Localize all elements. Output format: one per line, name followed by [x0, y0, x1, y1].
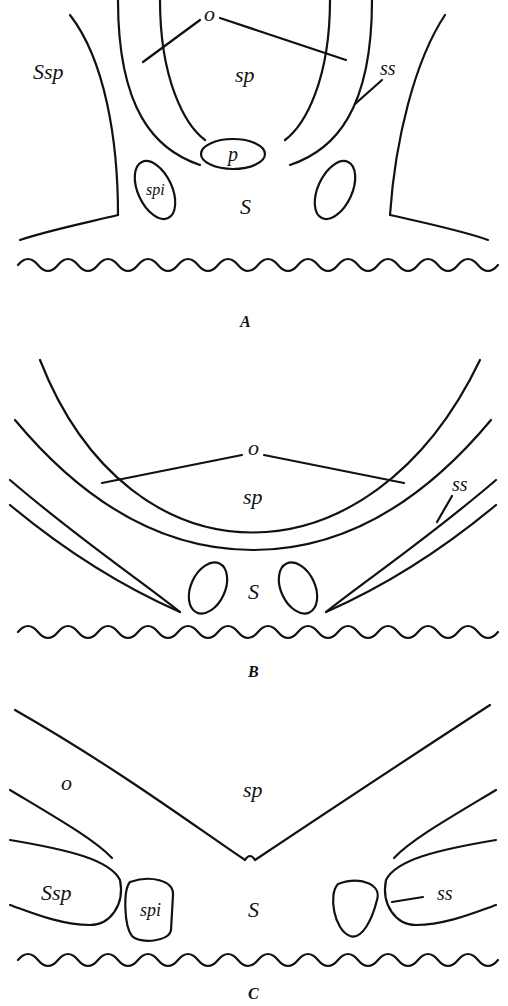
panel-letter: A: [240, 314, 251, 330]
part-label: ss: [437, 883, 453, 903]
leader-line: [355, 80, 382, 104]
outline: [385, 840, 496, 925]
part-label: sp: [235, 64, 255, 86]
panel-b-drawing: [10, 360, 498, 638]
panel-letter: C: [248, 986, 259, 1002]
part-label: spi: [146, 182, 165, 198]
part-label: o: [61, 772, 72, 794]
oval-section: [271, 556, 325, 619]
part-label: sp: [243, 779, 263, 801]
outline: [390, 15, 445, 215]
part-label: p: [228, 144, 238, 164]
outline: [390, 215, 488, 240]
leader-line: [102, 455, 242, 483]
oval-section: [306, 155, 363, 226]
outline: [253, 420, 491, 550]
wavy-base: [18, 259, 498, 271]
leader-line: [264, 455, 404, 483]
part-label: sp: [243, 486, 263, 508]
leader-line: [143, 20, 200, 62]
outline: [326, 480, 496, 612]
part-label: spi: [140, 901, 161, 919]
leader-line: [392, 897, 423, 902]
part-label: S: [240, 196, 251, 218]
outline: [326, 505, 496, 612]
oval-section: [201, 139, 265, 169]
leader-line: [437, 496, 452, 522]
oval-section: [181, 556, 235, 619]
part-label: Ssp: [41, 882, 72, 904]
part-label: o: [248, 437, 259, 459]
leader-line: [220, 18, 346, 60]
oval-section: [333, 881, 378, 937]
panel-letter: B: [248, 664, 259, 680]
wavy-base: [18, 626, 498, 638]
outline: [10, 790, 112, 858]
outline: [285, 0, 330, 140]
part-label: ss: [452, 474, 468, 494]
outline: [70, 15, 118, 215]
panel-a-drawing: [18, 0, 498, 271]
outline: [15, 420, 253, 550]
outline: [290, 0, 372, 165]
outline: [20, 215, 118, 240]
outline: [10, 505, 180, 612]
part-label: S: [248, 899, 259, 921]
part-label: Ssp: [33, 61, 64, 83]
outline: [394, 790, 496, 858]
outline: [10, 840, 121, 925]
outline: [118, 0, 200, 165]
panel-c-drawing: [10, 705, 498, 966]
wavy-base: [18, 954, 498, 966]
outline: [10, 480, 180, 612]
oval-section: [126, 155, 183, 226]
outline: [40, 360, 480, 533]
part-label: S: [248, 581, 259, 603]
oval-section: [125, 879, 173, 941]
part-label: o: [204, 3, 215, 25]
part-label: ss: [380, 58, 396, 78]
